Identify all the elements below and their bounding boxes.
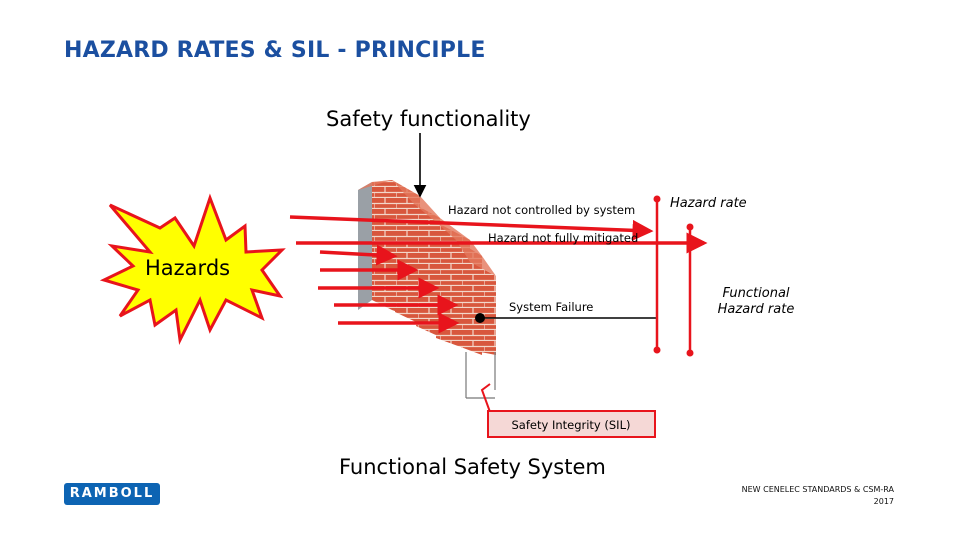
wall-segment-front [455, 262, 496, 355]
functional-hazard-rate-label-line2: Hazard rate [718, 302, 795, 317]
sil-box [487, 410, 656, 438]
hazards-burst [99, 193, 286, 346]
hazards-label: Hazards [145, 256, 230, 280]
not-controlled-label: Hazard not controlled by system [448, 203, 635, 217]
functional-hazard-rate-bar-top [686, 223, 694, 231]
not-fully-mitigated-label: Hazard not fully mitigated [488, 231, 638, 245]
slide-title: HAZARD RATES & SIL - PRINCIPLE [64, 38, 486, 63]
safety-functionality-label: Safety functionality [326, 107, 531, 131]
functional-hazard-rate-bar-bottom [686, 349, 694, 357]
footer: NEW CENELEC STANDARDS & CSM-RA 2017 [742, 484, 894, 508]
footer-line2: 2017 [873, 497, 894, 506]
system-failure-label: System Failure [509, 300, 593, 314]
wall-shadow-side [358, 182, 372, 310]
sil-pointer [480, 383, 491, 413]
wall-top-cap [358, 180, 496, 276]
functional-safety-system-label: Functional Safety System [339, 455, 606, 479]
hazard-arrow-not-controlled [289, 215, 654, 241]
ramboll-logo: RAMBOLL [64, 483, 160, 505]
brick-wall [358, 180, 496, 399]
hazard-rate-bar-top [653, 195, 661, 203]
hazard-rate-bar-bottom [653, 346, 661, 354]
hazard-arrows [289, 215, 708, 334]
hazard-arrow-3 [319, 244, 398, 266]
footer-line1: NEW CENELEC STANDARDS & CSM-RA [741, 485, 894, 494]
sil-label: Safety Integrity (SIL) [512, 418, 631, 432]
hazard-rate-label: Hazard rate [670, 196, 747, 211]
functional-hazard-rate-label-line1: Functional [722, 286, 789, 301]
